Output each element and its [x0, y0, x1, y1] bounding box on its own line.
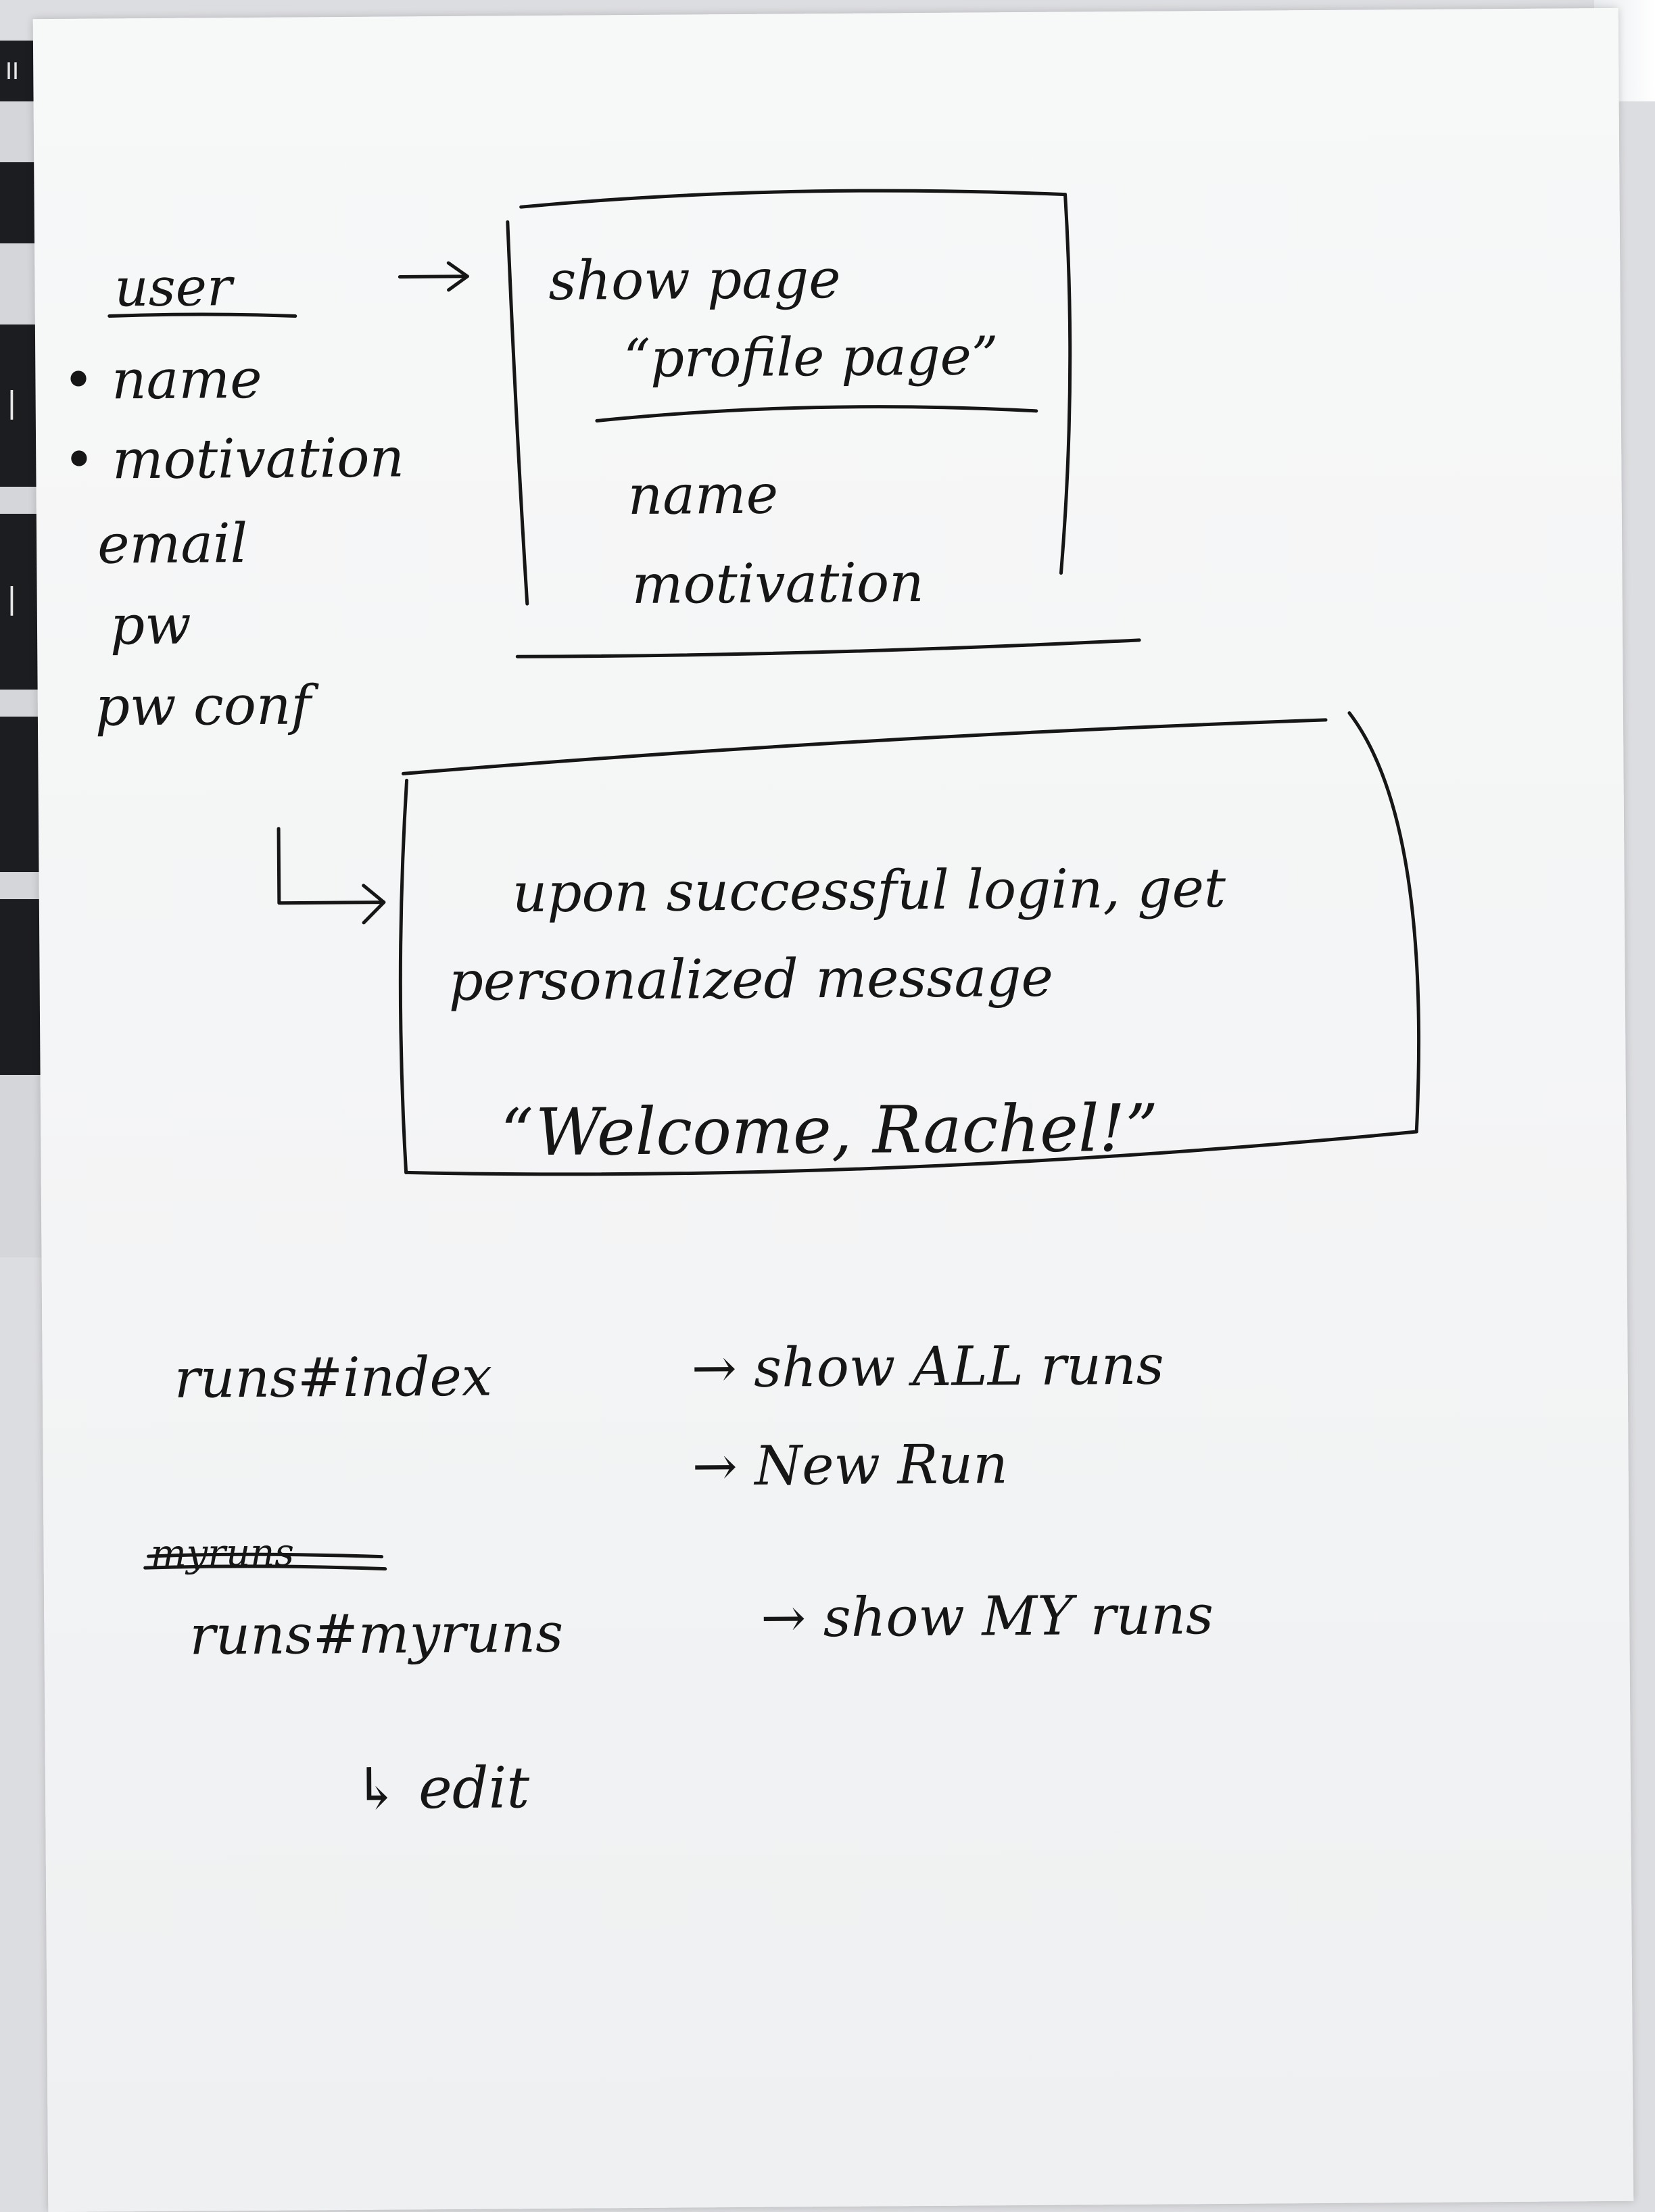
- strike-line: [147, 1552, 384, 1559]
- show-page-field: name: [627, 463, 778, 527]
- user-field: • name: [62, 347, 262, 412]
- show-page-divider: [595, 405, 1038, 423]
- show-page-subtitle: “profile page”: [623, 326, 999, 389]
- show-page-box-left: [506, 220, 529, 606]
- arrow-head: [362, 884, 386, 925]
- struck-text: myruns: [150, 1531, 294, 1576]
- key-label: II: [5, 58, 20, 85]
- message-box-bottom: [404, 1130, 1418, 1176]
- handwritten-sketch: user • name • motivation email pw pw con…: [62, 189, 1421, 1822]
- user-title: user: [114, 257, 235, 318]
- paper-sheet: user • name • motivation email pw pw con…: [32, 7, 1634, 2212]
- strike-line: [143, 1564, 387, 1571]
- arrow-to-show-page: [398, 274, 469, 279]
- route-index: runs#index: [174, 1345, 492, 1410]
- user-field: • motivation: [63, 426, 404, 491]
- show-page-box-top: [519, 189, 1068, 209]
- show-page-field: motivation: [631, 551, 924, 616]
- route-edit: ↳ edit: [353, 1754, 530, 1822]
- route-myruns: runs#myruns: [189, 1602, 563, 1667]
- user-field: pw conf: [95, 673, 319, 738]
- message-box-left: [398, 778, 409, 1174]
- user-title-underline: [107, 312, 297, 318]
- user-field: email: [97, 512, 248, 576]
- route-action: → show MY runs: [761, 1583, 1214, 1650]
- welcome-message: “Welcome, Rachel!”: [500, 1090, 1159, 1171]
- user-field: pw: [110, 594, 191, 657]
- message-box-right: [1347, 711, 1421, 1134]
- message-line: personalized message: [448, 946, 1053, 1013]
- message-line: upon successful login, get: [512, 857, 1226, 924]
- route-action: → show ALL runs: [691, 1334, 1164, 1400]
- arrow-to-message: [277, 827, 386, 905]
- show-page-box-bottom: [515, 638, 1141, 658]
- show-page-title: show page: [548, 247, 841, 312]
- show-page-box-right: [1059, 193, 1072, 575]
- arrow-head: [446, 261, 469, 292]
- message-box-top: [402, 718, 1328, 775]
- route-action: → New Run: [692, 1433, 1008, 1497]
